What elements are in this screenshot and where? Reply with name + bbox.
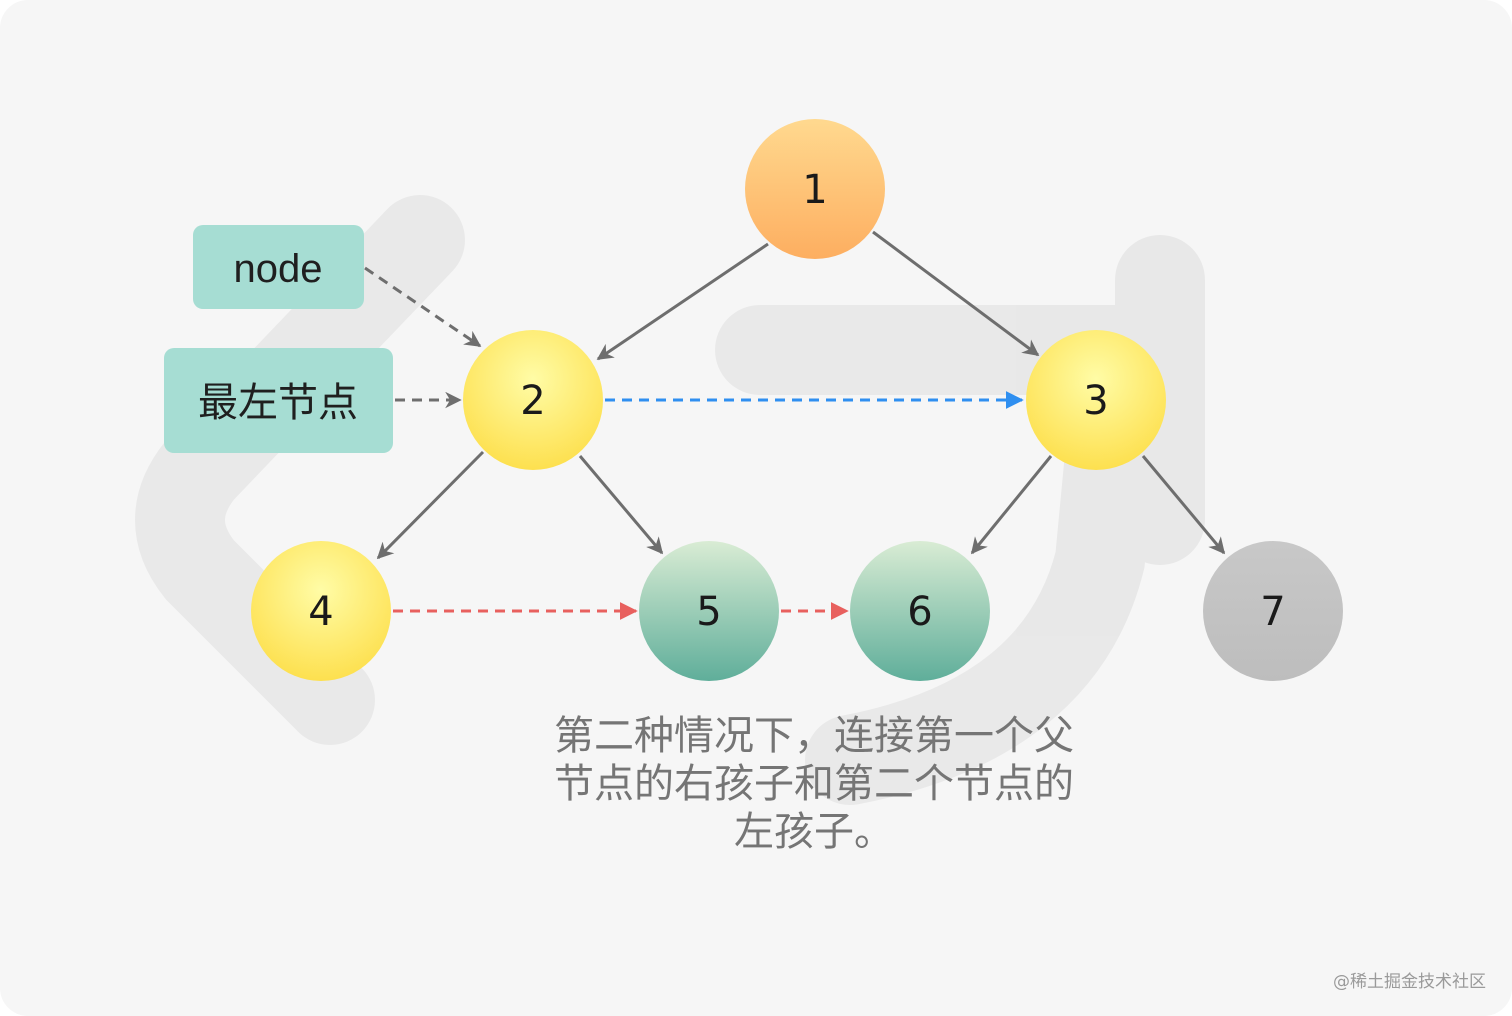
tree-node-5: 5 (639, 541, 779, 681)
edge-1-2 (596, 242, 769, 361)
edge-3-6 (970, 455, 1053, 555)
tree-node-2: 2 (463, 330, 603, 470)
credit-watermark: @稀土掘金技术社区 (1333, 972, 1486, 992)
edge-2-4 (376, 450, 485, 560)
tree-node-4-label: 4 (308, 589, 333, 635)
tree-node-1-label: 1 (802, 167, 827, 213)
watermark-logo (135, 195, 1205, 805)
tree-node-3-label: 3 (1083, 378, 1108, 424)
tag-leftmost-label: 最左节点 (198, 380, 358, 426)
tree-node-3: 3 (1026, 330, 1166, 470)
tree-node-6-label: 6 (907, 589, 932, 635)
edge-3-7 (1141, 455, 1226, 555)
tree-node-5-label: 5 (696, 589, 721, 635)
tree-node-4: 4 (251, 541, 391, 681)
tag-leftmost: 最左节点 (164, 348, 393, 453)
tree-node-2-label: 2 (520, 378, 545, 424)
tree-node-1: 1 (745, 119, 885, 259)
edge-1-3 (872, 230, 1040, 357)
tag-node-label: node (234, 247, 323, 291)
tree-node-6: 6 (850, 541, 990, 681)
tag-node: node (193, 225, 364, 309)
caption-line-3: 左孩子。 (734, 809, 894, 855)
nodes-layer: 1 2 3 4 5 6 7 (251, 119, 1343, 681)
edge-tag-node (364, 266, 482, 348)
caption: 第二种情况下，连接第一个父 节点的右孩子和第二个节点的 左孩子。 (500, 712, 1128, 856)
caption-line-2: 节点的右孩子和第二个节点的 (554, 761, 1074, 807)
tree-node-7: 7 (1203, 541, 1343, 681)
edge-2-5 (578, 455, 664, 555)
caption-line-1: 第二种情况下，连接第一个父 (554, 713, 1074, 759)
edges-layer (364, 230, 1226, 620)
tree-node-7-label: 7 (1260, 589, 1285, 635)
